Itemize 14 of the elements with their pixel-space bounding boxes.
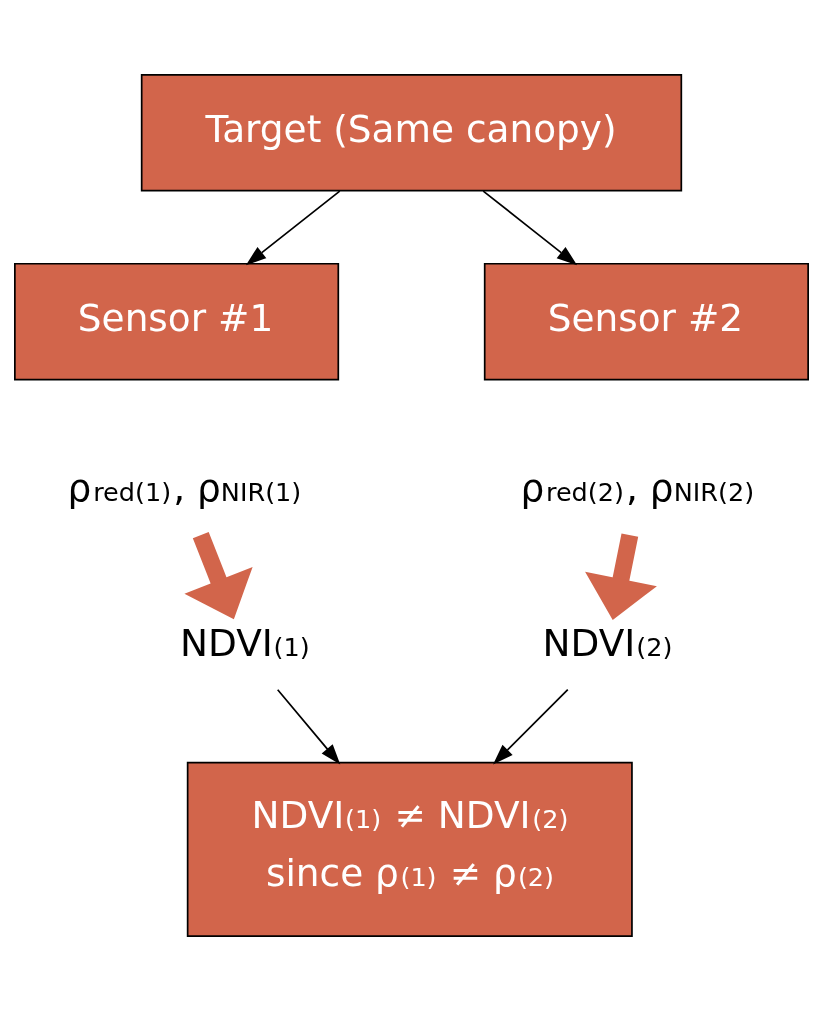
node-box: Sensor #2 (483, 262, 809, 381)
arrow (482, 190, 578, 266)
node-text: NDVI(1) (179, 621, 310, 666)
node-text: NDVI(2) (542, 621, 673, 666)
arrow (276, 688, 341, 765)
node-text: ρred(2), ρNIR(2) (520, 466, 755, 511)
node-box: NDVI(1) ≠ NDVI(2) since ρ(1) ≠ ρ(2) (186, 761, 633, 938)
node-text: ρred(1), ρNIR(1) (67, 466, 302, 511)
arrow (585, 533, 657, 620)
node-box: Sensor #1 (14, 262, 340, 381)
arrow (184, 532, 253, 620)
arrow (245, 190, 341, 266)
node-box: Target (Same canopy) (140, 73, 683, 192)
arrow (493, 688, 569, 765)
